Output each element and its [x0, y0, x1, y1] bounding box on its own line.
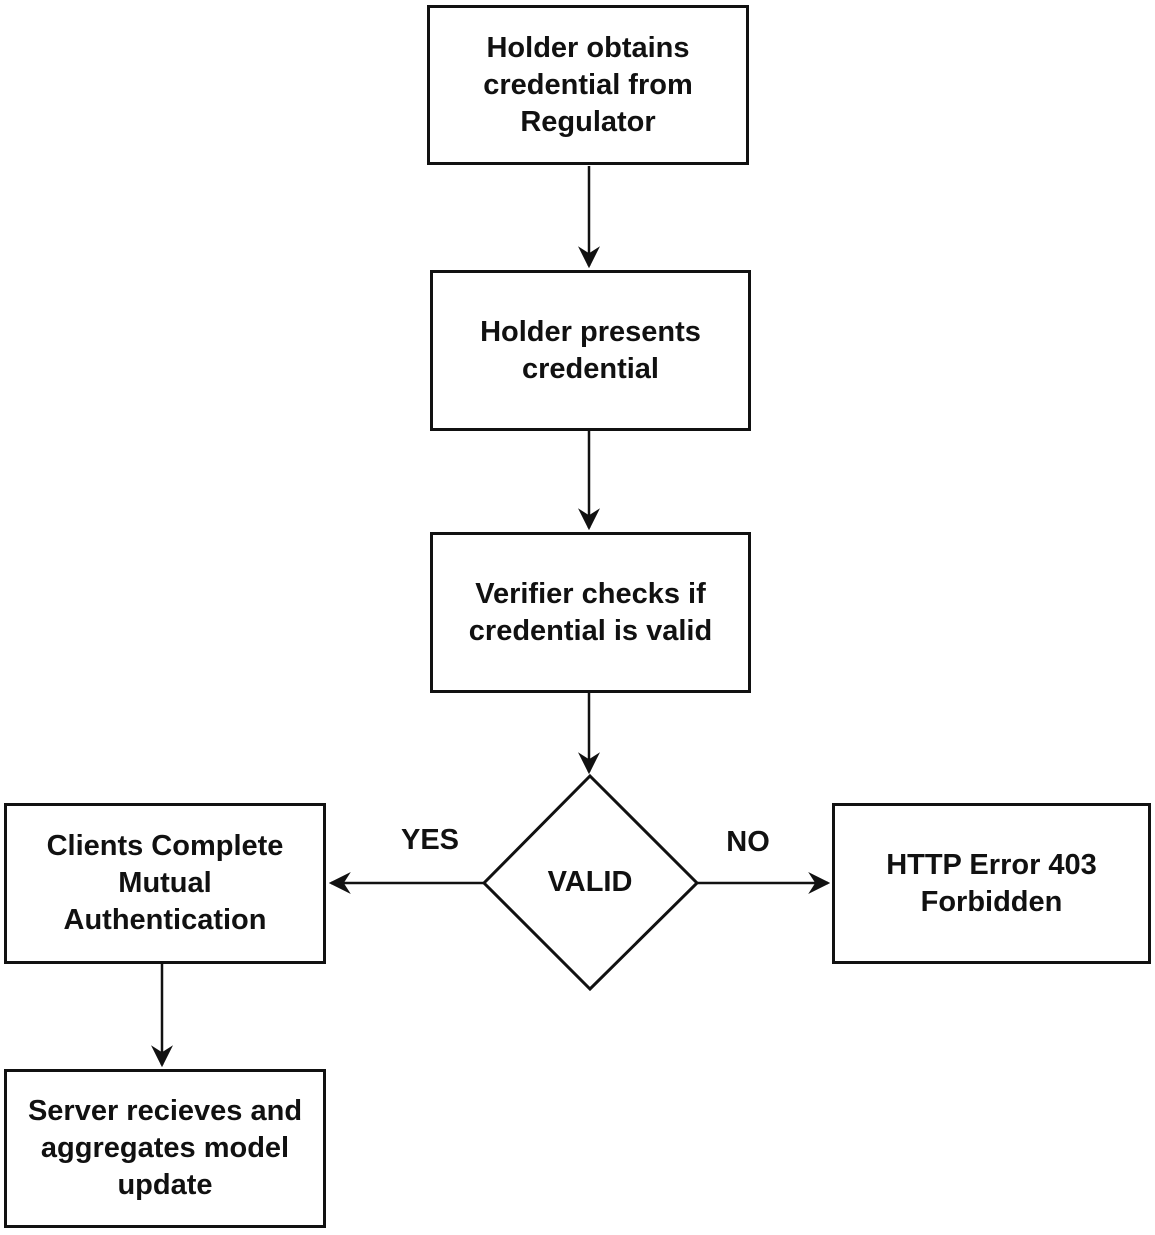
edge-label-no: NO: [726, 826, 770, 858]
node-present-credential: Holder presents credential: [430, 270, 751, 431]
valid-decision-diamond: [481, 773, 700, 992]
node-valid-decision-label: VALID: [547, 866, 633, 898]
node-verify-credential-label: Verifier checks if credential is valid: [468, 577, 713, 647]
node-server-aggregate: Server recieves and aggregates model upd…: [4, 1069, 326, 1228]
node-http-error-label: HTTP Error 403 Forbidden: [886, 848, 1097, 918]
node-server-aggregate-label: Server recieves and aggregates model upd…: [27, 1095, 303, 1201]
node-http-error: HTTP Error 403 Forbidden: [832, 803, 1151, 964]
node-verify-credential: Verifier checks if credential is valid: [430, 532, 751, 693]
node-obtain-credential-label: Holder obtains credential from Regulator: [483, 31, 693, 138]
node-obtain-credential: Holder obtains credential from Regulator: [427, 5, 749, 165]
node-mutual-auth: Clients Complete Mutual Authentication: [4, 803, 326, 964]
node-mutual-auth-label: Clients Complete Mutual Authentication: [46, 830, 284, 936]
node-present-credential-label: Holder presents credential: [480, 315, 701, 385]
edge-label-yes: YES: [400, 824, 460, 856]
